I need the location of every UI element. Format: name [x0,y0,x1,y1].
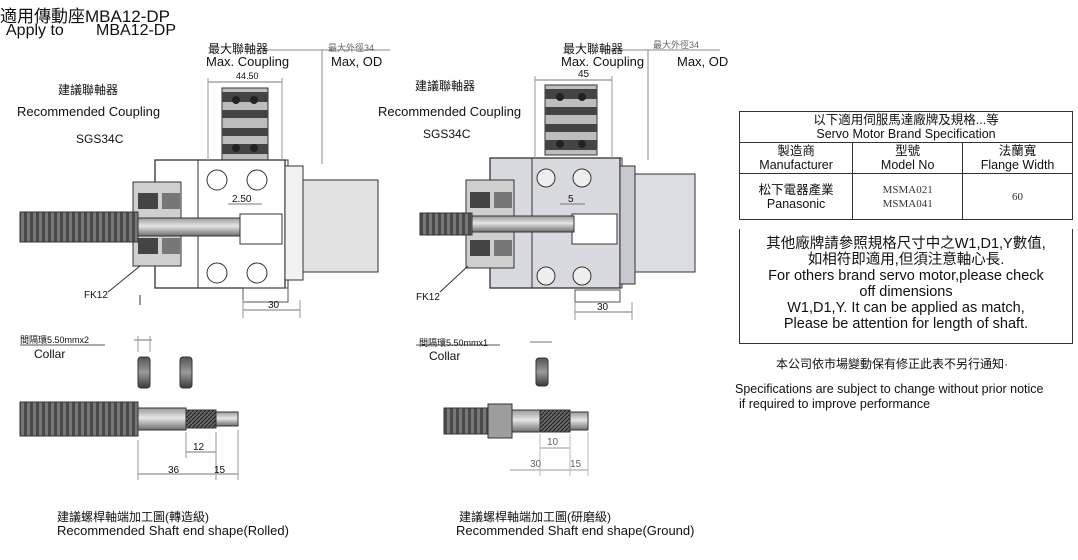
left-dim-bottom: 30 [268,300,280,311]
left-dim-shaft-a: 12 [193,442,205,453]
left-dim-shaft-b: 36 [168,465,180,476]
left-shaft-en: Recommended Shaft end shape(Rolled) [57,523,289,538]
right-collar-label: Collar [429,349,461,363]
right-dim-shaft-a: 10 [547,437,559,448]
right-shaft-en: Recommended Shaft end shape(Ground) [456,523,695,538]
right-rec-coupling-en: Recommended Coupling [378,104,522,119]
left-coupling-icon [221,87,269,161]
right-bearing-label: FK12 [416,292,440,303]
compat-note: 其他廠牌請參照規格尺寸中之W1,D1,Y數值, 如相符即適用,但須注意軸心長. … [739,229,1073,344]
right-shaft-end-icon [443,403,589,476]
col-model: 型號 Model No [852,142,964,174]
right-dim-shaft-b: 30 [530,459,542,470]
left-dim-shaft-c: 15 [214,465,226,476]
left-shaft-cn: 建議螺桿軸端加工圖(轉造級) [57,510,209,524]
left-collar-label: Collar [34,347,66,361]
right-max-od-cn: 最大外徑34 [653,40,700,50]
right-dim-bottom: 30 [597,302,609,313]
cell-flange: 60 [962,173,1073,220]
apply-label: Apply to [6,22,64,39]
right-dim-coupling: 45 [578,69,590,80]
left-max-od-en: Max, OD [331,54,383,69]
left-max-coupling-en: Max. Coupling [206,54,290,69]
left-bearing-label: FK12 [84,290,108,301]
left-assembly [19,49,390,318]
notice-cn: 本公司依市場變動保有修正此表不另行通知· [776,357,1008,371]
right-dim-shaft-c: 15 [570,459,582,470]
left-rec-coupling-en: Recommended Coupling [17,104,161,119]
left-shaft-end-icon [19,401,239,480]
right-rec-coupling-cn: 建議聯軸器 [415,79,476,93]
right-shaft-cn: 建議螺桿軸端加工圖(研磨級) [459,510,611,524]
cell-maker: 松下電器產業 Panasonic [738,173,854,220]
left-max-od-cn: 最大外徑34 [328,43,375,53]
col-manufacturer: 製造商 Manufacturer [738,142,854,174]
spec-table-title: 以下適用伺服馬達廠牌及規格...等 Servo Motor Brand Spec… [739,111,1073,143]
right-max-od-en: Max, OD [677,54,729,69]
right-dim-gap: 5 [568,194,574,205]
right-coupling-icon [544,84,598,156]
right-max-coupling-cn: 最大聯軸器 [563,42,624,56]
right-max-coupling-en: Max. Coupling [561,54,645,69]
header-title: 適用傳動座MBA12-DP [0,7,171,26]
right-collar-spec: 間隔環5.50mmx1 [419,338,489,348]
left-coupling-model: SGS34C [76,132,124,146]
apply-model: MBA12-DP [96,22,177,39]
right-assembly [419,49,720,320]
left-collar-spec: 間隔環5.50mmx2 [20,335,90,345]
right-collar-icon [416,341,552,387]
right-coupling-model: SGS34C [423,127,471,141]
notice-en-2: if required to improve performance [739,397,931,411]
left-max-coupling-cn: 最大聯軸器 [208,42,269,56]
left-dim-gap: 2.50 [232,194,252,205]
left-dim-coupling: 44.50 [236,71,259,81]
left-rec-coupling-cn: 建議聯軸器 [58,83,119,97]
spec-table: 以下適用伺服馬達廠牌及規格...等 Servo Motor Brand Spec… [738,111,1073,220]
col-flange: 法蘭寬 Flange Width [962,142,1073,174]
cell-models: MSMA021 MSMA041 [852,173,964,220]
left-collars-icon [20,336,193,389]
notice-en-1: Specifications are subject to change wit… [735,382,1044,396]
